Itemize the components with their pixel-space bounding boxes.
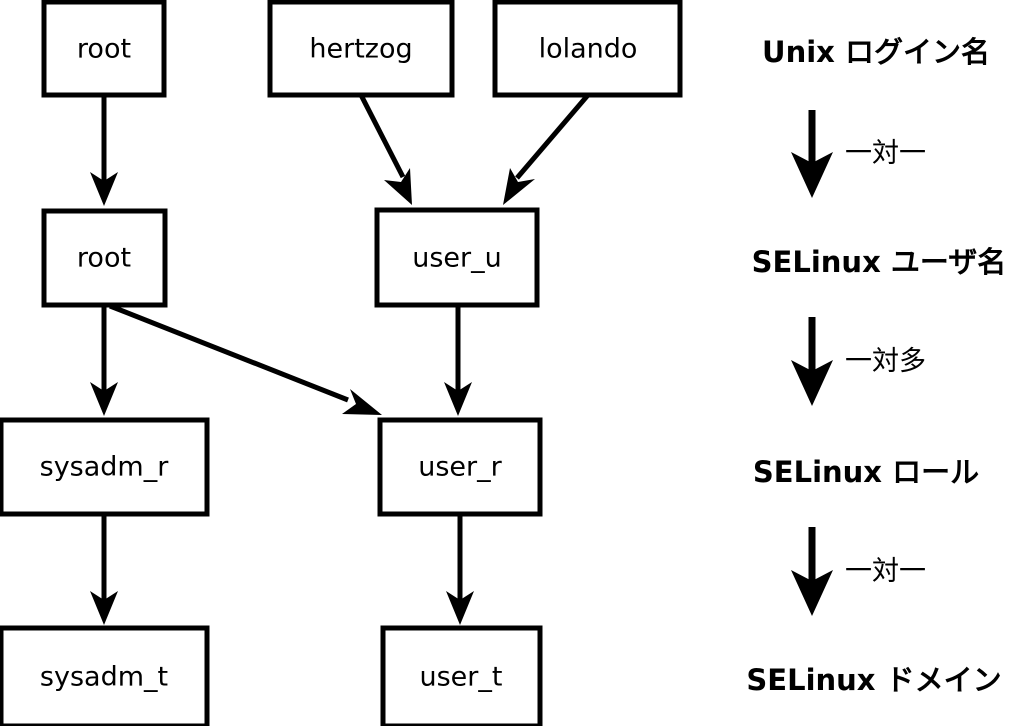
node-label: root (77, 243, 131, 274)
node-role-user-r[interactable]: user_r (377, 417, 543, 517)
edge-seuser-root-to-user-r (109, 303, 382, 415)
legend-relation-one-to-one-top: 一対一 (791, 110, 926, 198)
legend-relation-label: 一対多 (845, 346, 926, 377)
node-seuser-user-u[interactable]: user_u (374, 207, 540, 308)
edge-sysadm-r-to-sysadm-t (90, 514, 118, 625)
legend-relation-label: 一対一 (845, 556, 926, 587)
edge-login-root-to-seuser-root (90, 95, 118, 206)
node-login-lolando[interactable]: lolando (492, 0, 683, 98)
node-label: root (77, 34, 131, 65)
node-domain-sysadm-t[interactable]: sysadm_t (0, 625, 210, 726)
legend-stage-selinux-role: SELinux ロール (753, 455, 979, 489)
legend-stage-unix-login: Unix ログイン名 (762, 35, 990, 69)
node-label: user_u (412, 243, 502, 274)
legend-stage-selinux-domain: SELinux ドメイン (746, 663, 1001, 697)
node-label: sysadm_t (40, 662, 168, 693)
node-label: lolando (539, 34, 638, 65)
edge-user-r-to-user-t (446, 514, 474, 625)
node-label: hertzog (309, 34, 412, 65)
node-domain-user-t[interactable]: user_t (380, 625, 543, 726)
node-login-hertzog[interactable]: hertzog (267, 0, 455, 98)
legend-relation-label: 一対一 (845, 138, 926, 169)
legend-relation-one-to-one-bottom: 一対一 (791, 527, 926, 616)
legend-relation-one-to-many: 一対多 (791, 317, 926, 406)
legend-layer: Unix ログイン名 一対一 SELinux ユーザ名 一対多 SELinux … (746, 35, 1006, 697)
node-layer: root hertzog lolando root user_u sysadm_ (0, 0, 683, 726)
node-label: sysadm_r (40, 452, 170, 483)
edge-seuser-root-to-sysadm-r (90, 305, 118, 416)
node-role-sysadm-r[interactable]: sysadm_r (0, 417, 210, 517)
node-label: user_t (420, 662, 503, 693)
edge-layer (90, 93, 590, 625)
edge-user-u-to-user-r (444, 305, 472, 416)
node-login-root[interactable]: root (41, 0, 167, 98)
edge-hertzog-to-user-u (358, 93, 412, 205)
node-seuser-root[interactable]: root (41, 208, 168, 308)
node-label: user_r (418, 452, 502, 483)
legend-stage-selinux-user: SELinux ユーザ名 (752, 245, 1007, 279)
edge-lolando-to-user-u (503, 93, 590, 205)
